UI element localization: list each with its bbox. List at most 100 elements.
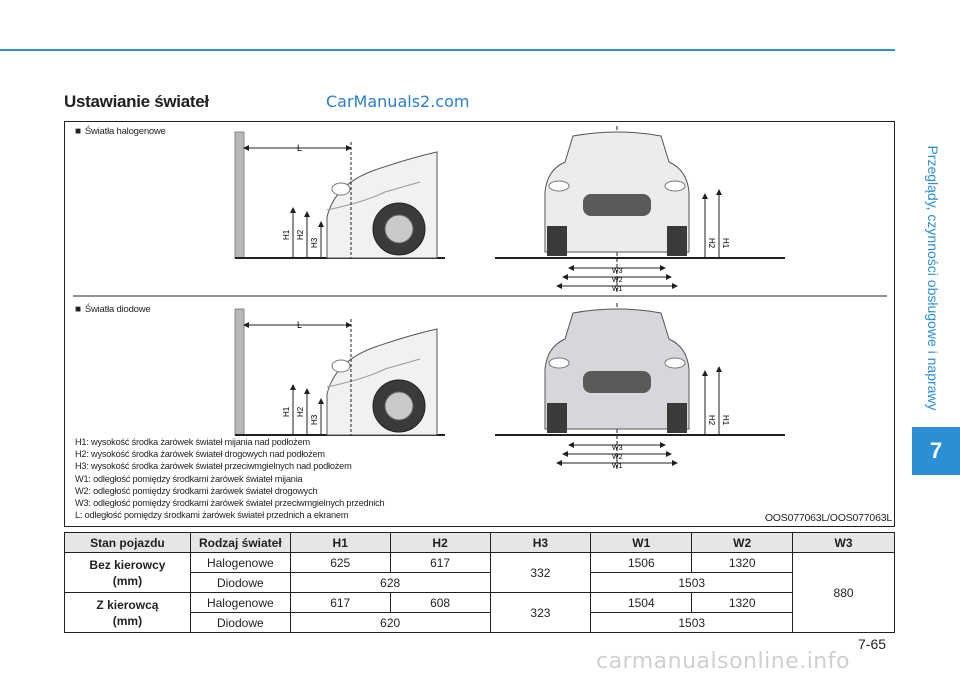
wheel-rim bbox=[384, 214, 414, 244]
left-headlamp bbox=[548, 357, 570, 369]
page-number: 7-65 bbox=[858, 636, 887, 652]
W3-label: W3 bbox=[612, 268, 623, 275]
left-headlamp bbox=[548, 180, 570, 192]
H2-label: H2 bbox=[296, 406, 305, 417]
grille bbox=[583, 371, 651, 393]
H2-label: H2 bbox=[707, 238, 716, 249]
H1-label: H1 bbox=[282, 229, 291, 240]
header-rule bbox=[0, 49, 895, 51]
row-group-unit: (mm) bbox=[112, 573, 143, 588]
table-cell: 332 bbox=[489, 552, 592, 593]
H3-label: H3 bbox=[310, 414, 319, 425]
headlight-aiming-figure: Światła halogenowe Światła diodowe L H1 bbox=[64, 121, 895, 527]
table-cell: 617 bbox=[389, 552, 491, 573]
header-cell: W3 bbox=[792, 532, 895, 553]
table-cell: 1504 bbox=[590, 592, 693, 613]
table-row: Bez kierowcy (mm) Halogenowe 625 617 332… bbox=[64, 552, 895, 633]
header-cell: Stan pojazdu bbox=[64, 532, 191, 553]
watermark-top: CarManuals2.com bbox=[326, 92, 470, 111]
section-label-halogen: Światła halogenowe bbox=[75, 126, 166, 137]
header-cell: H3 bbox=[489, 532, 592, 553]
H1-label: H1 bbox=[282, 406, 291, 417]
left-tire bbox=[547, 403, 567, 433]
legend-note: W3: odległość pomiędzy środkami żarówek … bbox=[75, 498, 385, 509]
L-label: L bbox=[297, 320, 302, 330]
table-cell: Diodowe bbox=[189, 572, 291, 593]
front-view-halogen: H2 H1 W3 W2 W1 bbox=[495, 126, 785, 293]
table-row: Diodowe 620 1503 bbox=[65, 612, 895, 633]
table-cell: Diodowe bbox=[189, 612, 291, 633]
section-label-led: Światła diodowe bbox=[75, 304, 151, 315]
header-cell: H1 bbox=[289, 532, 391, 553]
legend-note: H3: wysokość środka żarówek świateł prze… bbox=[75, 461, 352, 472]
table-header-row: Stan pojazdu Rodzaj świateł H1 H2 H3 W1 … bbox=[64, 532, 895, 553]
side-section-title-text: Przeglądy, czynności obsługowe i naprawy bbox=[925, 145, 941, 411]
table-cell: 880 bbox=[792, 552, 895, 633]
table-cell: 608 bbox=[389, 592, 491, 613]
table-cell: 1503 bbox=[590, 612, 794, 633]
header-cell: W2 bbox=[691, 532, 794, 553]
table-cell: Halogenowe bbox=[189, 552, 291, 573]
table-cell: 323 bbox=[489, 592, 592, 633]
H3-label: H3 bbox=[310, 237, 319, 248]
right-headlamp bbox=[664, 180, 686, 192]
right-headlamp bbox=[664, 357, 686, 369]
row-group-label: Z kierowcą bbox=[96, 597, 159, 612]
table-cell: 625 bbox=[289, 552, 391, 573]
table-cell: 1503 bbox=[590, 572, 794, 593]
front-view-led: H2 H1 W3 W2 W1 bbox=[495, 303, 785, 470]
figure-drawing: L H1 H2 H3 H2 H1 W3 W2 W1 bbox=[73, 126, 887, 470]
W1-label: W1 bbox=[612, 463, 623, 470]
table-cell: Halogenowe bbox=[189, 592, 291, 613]
right-tire bbox=[667, 403, 687, 433]
W2-label: W2 bbox=[612, 454, 623, 461]
L-label: L bbox=[297, 143, 302, 153]
side-section-title: Przeglądy, czynności obsługowe i naprawy bbox=[922, 130, 944, 430]
row-group-label: Bez kierowcy bbox=[89, 557, 166, 572]
aiming-screen bbox=[234, 308, 245, 436]
H2-label: H2 bbox=[296, 229, 305, 240]
legend-note: H1: wysokość środka żarówek świateł mija… bbox=[75, 437, 310, 447]
W3-label: W3 bbox=[612, 445, 623, 452]
page-title: Ustawianie świateł bbox=[64, 92, 209, 111]
grille bbox=[583, 194, 651, 216]
table-cell: 1320 bbox=[691, 592, 794, 613]
legend-note: H2: wysokość środka żarówek świateł drog… bbox=[75, 449, 325, 460]
header-cell: H2 bbox=[389, 532, 491, 553]
aiming-spec-table: Stan pojazdu Rodzaj świateł H1 H2 H3 W1 … bbox=[64, 532, 895, 633]
row-group-unladen: Bez kierowcy (mm) bbox=[64, 552, 191, 593]
left-tire bbox=[547, 226, 567, 256]
car-hood-line bbox=[326, 181, 421, 211]
side-view-led: L H1 H2 H3 bbox=[234, 308, 445, 436]
right-tire bbox=[667, 226, 687, 256]
legend-notes: H1: wysokość środka żarówek świateł mija… bbox=[75, 436, 385, 521]
watermark-bottom: carmanualsonline.info bbox=[596, 649, 850, 674]
headlamp bbox=[331, 359, 351, 373]
figure-code: OOS077063L/OOS077063L bbox=[764, 512, 892, 524]
W1-label: W1 bbox=[612, 286, 623, 293]
aiming-screen bbox=[234, 131, 245, 259]
header-cell: W1 bbox=[590, 532, 693, 553]
legend-note: W2: odległość pomiędzy środkami żarówek … bbox=[75, 485, 318, 496]
header-cell: Rodzaj świateł bbox=[189, 532, 291, 553]
headlamp bbox=[331, 182, 351, 196]
car-body-front bbox=[544, 131, 690, 253]
H1-label: H1 bbox=[721, 238, 730, 249]
W2-label: W2 bbox=[612, 277, 623, 284]
table-cell: 1506 bbox=[590, 552, 693, 573]
legend-note: W1: odległość pomiędzy środkami żarówek … bbox=[75, 473, 303, 484]
table-cell: 1320 bbox=[691, 552, 794, 573]
table-cell: 628 bbox=[289, 572, 491, 593]
car-hood-line bbox=[326, 358, 421, 388]
row-group-driver: Z kierowcą (mm) bbox=[64, 592, 191, 633]
car-body-front bbox=[544, 308, 690, 430]
row-group-unit: (mm) bbox=[112, 613, 143, 628]
table-row: Z kierowcą (mm) Halogenowe 617 608 323 1… bbox=[64, 592, 895, 633]
legend-note: L: odległość pomiędzy środkami żarówek ś… bbox=[75, 510, 349, 521]
wheel-rim bbox=[384, 391, 414, 421]
H1-label: H1 bbox=[721, 415, 730, 426]
table-cell: 620 bbox=[289, 612, 491, 633]
side-view-halogen: L H1 H2 H3 bbox=[234, 131, 445, 259]
H2-label: H2 bbox=[707, 415, 716, 426]
table-cell: 617 bbox=[289, 592, 391, 613]
